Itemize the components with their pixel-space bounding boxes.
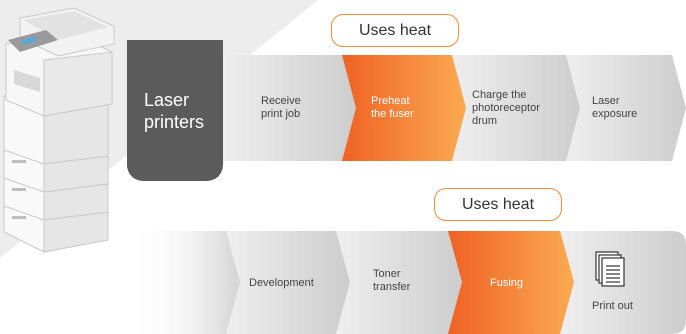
step-line: photoreceptor xyxy=(472,102,540,114)
step-preheat-fuser: Preheat the fuser xyxy=(371,95,414,121)
step-fusing: Fusing xyxy=(490,277,523,290)
uses-heat-callout-top: Uses heat xyxy=(331,14,459,47)
step-line: drum xyxy=(472,115,498,127)
chevron-charge-drum xyxy=(448,55,580,161)
step-line: transfer xyxy=(373,281,411,293)
uses-heat-callout-bottom: Uses heat xyxy=(434,188,562,221)
title-box: Laser printers xyxy=(127,40,223,181)
step-print-out: Print out xyxy=(592,300,633,313)
step-toner-transfer: Toner transfer xyxy=(373,268,410,294)
step-line: exposure xyxy=(592,108,638,120)
title-line-2: printers xyxy=(144,111,205,132)
chevron-laser-exposure xyxy=(560,55,686,161)
chevron-receive-print-job xyxy=(214,55,356,161)
document-stack-icon xyxy=(595,251,625,287)
step-laser-exposure: Laser exposure xyxy=(592,95,637,121)
chevron-fusing xyxy=(444,231,574,334)
chevron-development xyxy=(220,231,350,334)
chevron-toner-transfer xyxy=(332,231,462,334)
callout-bottom-text: Uses heat xyxy=(461,195,535,213)
laser-printer-icon xyxy=(3,7,115,253)
step-line: the fuser xyxy=(371,108,414,120)
step-line: Laser xyxy=(592,95,620,107)
step-receive-print-job: Receive print job xyxy=(261,95,301,121)
step-charge-drum: Charge the photoreceptor drum xyxy=(472,89,540,128)
chevron-fade-start xyxy=(130,231,240,334)
step-line: print job xyxy=(261,108,301,120)
step-line: Fusing xyxy=(490,277,524,289)
step-line: Toner xyxy=(373,268,401,280)
title-line-1: Laser xyxy=(144,89,190,110)
step-development: Development xyxy=(249,277,314,290)
callout-top-text: Uses heat xyxy=(358,21,432,39)
step-line: Charge the xyxy=(472,89,527,101)
chevron-preheat-fuser xyxy=(336,55,466,161)
step-line: Preheat xyxy=(371,95,410,107)
step-line: Print out xyxy=(592,300,633,312)
step-line: Development xyxy=(249,277,314,289)
step-line: Receive xyxy=(261,95,301,107)
